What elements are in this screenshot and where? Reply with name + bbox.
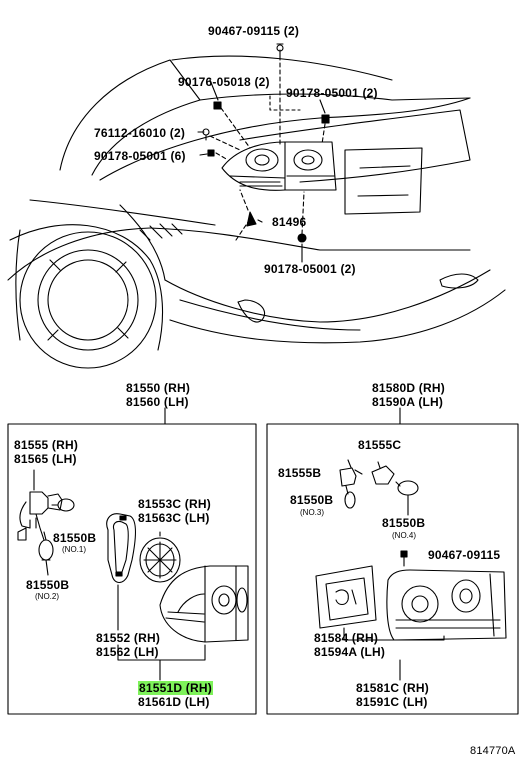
left-assembly-rh: 81550 (RH) — [126, 381, 191, 395]
callout-81496: 81496 — [272, 215, 307, 229]
label-81550B-no3: 81550B — [290, 493, 334, 507]
label-81550B-no2: 81550B — [26, 578, 70, 592]
car-rear-illustration — [7, 43, 506, 369]
label-no1: (NO.1) — [62, 545, 86, 554]
label-81555B: 81555B — [278, 466, 322, 480]
left-assembly-lh: 81560 (LH) — [126, 395, 189, 409]
label-81552-rh: 81552 (RH) — [96, 631, 161, 645]
callout-90178-05001-left: 90178-05001 (6) — [94, 149, 186, 163]
callout-90178-05001-bottom: 90178-05001 (2) — [264, 262, 356, 276]
right-group-frame — [266, 407, 519, 715]
label-no3: (NO.3) — [300, 508, 324, 517]
label-81550B-no4: 81550B — [382, 516, 426, 530]
label-81565-lh: 81565 (LH) — [14, 452, 77, 466]
label-81591C-lh: 81591C (LH) — [356, 695, 428, 709]
label-81563C-lh: 81563C (LH) — [138, 511, 210, 525]
diagram-code: 814770A — [470, 745, 516, 757]
left-group-frame — [7, 407, 257, 715]
label-81553C-rh: 81553C (RH) — [138, 497, 211, 511]
callout-90178-05001-right: 90178-05001 (2) — [286, 86, 378, 100]
label-90467-09115: 90467-09115 — [428, 548, 501, 562]
label-81562-lh: 81562 (LH) — [96, 645, 159, 659]
label-no2: (NO.2) — [35, 592, 59, 601]
label-81550B-no1: 81550B — [53, 531, 97, 545]
right-assembly-rh: 81580D (RH) — [372, 381, 445, 395]
callout-90176-05018: 90176-05018 (2) — [178, 75, 270, 89]
right-assembly-lh: 81590A (LH) — [372, 395, 444, 409]
left-group-parts — [17, 469, 249, 681]
label-81561D-lh: 81561D (LH) — [138, 695, 210, 709]
right-group-parts — [315, 459, 507, 681]
label-81555-rh: 81555 (RH) — [14, 438, 79, 452]
callout-76112-16010: 76112-16010 (2) — [94, 126, 186, 140]
callout-90467-09115: 90467-09115 (2) — [208, 24, 300, 38]
label-81581C-rh: 81581C (RH) — [356, 681, 429, 695]
label-81594A-lh: 81594A (LH) — [314, 645, 386, 659]
highlight-81551D: 81551D (RH) — [138, 681, 213, 695]
label-no4: (NO.4) — [392, 531, 416, 540]
label-81584-rh: 81584 (RH) — [314, 631, 379, 645]
label-81555C: 81555C — [358, 438, 402, 452]
label-81551D-rh-highlighted: 81551D (RH) — [138, 681, 213, 695]
